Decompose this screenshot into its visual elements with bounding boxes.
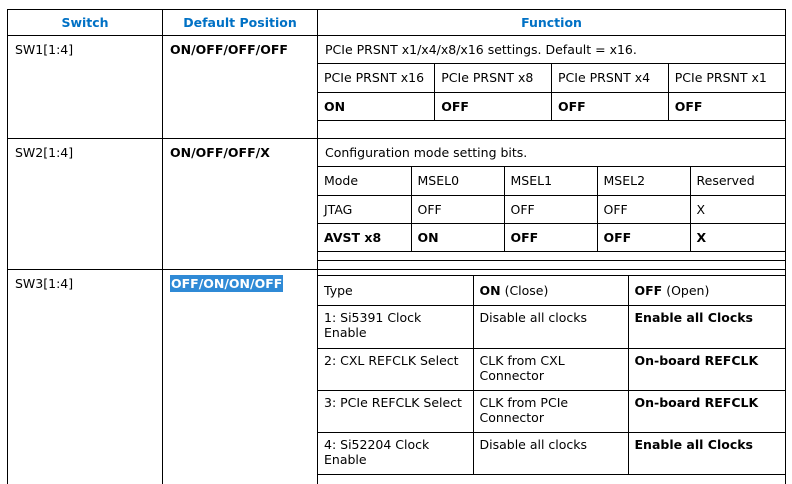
sw2-cell: ON (410, 222, 505, 252)
sw2-function: Configuration mode setting bits. Mode MS… (317, 138, 786, 270)
sw2-col: Mode (318, 167, 412, 196)
header-function: Function (317, 9, 786, 36)
sw3-col-type: Type (318, 276, 474, 306)
sw3-row: 3: PCIe REFCLK Select CLK from PCIe Conn… (318, 389, 785, 433)
sw1-settings-table: PCIe PRSNT x16 PCIe PRSNT x8 PCIe PRSNT … (318, 64, 785, 121)
sw3-default-cell: OFF/ON/ON/OFF (162, 269, 318, 484)
row-sw1: SW1[1:4] ON/OFF/OFF/OFF PCIe PRSNT x1/x4… (7, 35, 786, 139)
sw3-on: Disable all clocks (472, 431, 629, 475)
sw1-col: PCIe PRSNT x16 (318, 64, 436, 93)
sw3-col-off: OFF (Open) (627, 276, 785, 306)
sw3-type: 4: Si52204 Clock Enable (318, 431, 474, 475)
sw2-cell: OFF (596, 222, 691, 252)
sw3-on: Disable all clocks (472, 304, 629, 349)
header-switch: Switch (7, 9, 163, 36)
sw2-header-row: Mode MSEL0 MSEL1 MSEL2 Reserved (318, 167, 785, 196)
sw1-function: PCIe PRSNT x1/x4/x8/x16 settings. Defaul… (317, 35, 786, 139)
sw1-name: SW1[1:4] (7, 35, 163, 139)
sw2-row-jtag: JTAG OFF OFF OFF X (318, 194, 785, 224)
sw2-col: MSEL1 (503, 167, 598, 196)
sw3-off-paren: (Open) (662, 282, 710, 298)
sw1-description: PCIe PRSNT x1/x4/x8/x16 settings. Defaul… (318, 36, 785, 64)
sw3-header-row: Type ON (Close) OFF (Open) (318, 276, 785, 306)
sw1-default: ON/OFF/OFF/OFF (162, 35, 318, 139)
sw2-cell: OFF (503, 194, 598, 224)
sw3-col-on: ON (Close) (472, 276, 629, 306)
sw1-col: PCIe PRSNT x1 (667, 64, 785, 93)
sw3-row: 4: Si52204 Clock Enable Disable all cloc… (318, 431, 785, 475)
sw3-row: 2: CXL REFCLK Select CLK from CXL Connec… (318, 347, 785, 391)
sw2-name: SW2[1:4] (7, 138, 163, 270)
sw3-type: 1: Si5391 Clock Enable (318, 304, 474, 349)
sw3-off: On-board REFCLK (627, 389, 785, 433)
sw2-col: MSEL2 (596, 167, 691, 196)
sw3-off: Enable all Clocks (627, 431, 785, 475)
sw1-col: PCIe PRSNT x4 (551, 64, 669, 93)
header-row: Switch Default Position Function (7, 9, 786, 36)
sw3-off: On-board REFCLK (627, 347, 785, 391)
row-sw3: SW3[1:4] OFF/ON/ON/OFF Type ON (Close) O… (7, 269, 786, 484)
sw3-default: OFF/ON/ON/OFF (170, 275, 284, 292)
sw1-spacer (318, 121, 785, 133)
sw2-cell: X (689, 194, 785, 224)
sw3-off-label: OFF (634, 282, 663, 298)
sw2-cell: OFF (596, 194, 691, 224)
sw2-default: ON/OFF/OFF/X (162, 138, 318, 270)
sw3-top-spacer (318, 270, 785, 276)
sw1-val: ON (318, 91, 436, 121)
sw3-on: CLK from PCIe Connector (472, 389, 629, 433)
sw3-bottom-spacer (318, 475, 785, 484)
row-sw2: SW2[1:4] ON/OFF/OFF/X Configuration mode… (7, 138, 786, 270)
sw2-col: MSEL0 (410, 167, 505, 196)
sw1-val: OFF (667, 91, 785, 121)
sw3-function: Type ON (Close) OFF (Open) 1: Si5391 Clo… (317, 269, 786, 484)
sw1-val: OFF (551, 91, 669, 121)
sw2-cell: AVST x8 (318, 222, 412, 252)
sw3-on-paren: (Close) (500, 282, 549, 298)
header-default-position: Default Position (162, 9, 318, 36)
sw2-spacer (318, 252, 785, 261)
sw2-cell: OFF (410, 194, 505, 224)
sw3-on-label: ON (479, 282, 501, 298)
sw1-value-row: ON OFF OFF OFF (318, 91, 785, 121)
switch-settings-table: Switch Default Position Function SW1[1:4… (7, 9, 786, 484)
sw2-row-avst: AVST x8 ON OFF OFF X (318, 222, 785, 252)
sw1-val: OFF (434, 91, 552, 121)
sw1-header-row: PCIe PRSNT x16 PCIe PRSNT x8 PCIe PRSNT … (318, 64, 785, 93)
sw2-col: Reserved (689, 167, 785, 196)
sw3-name: SW3[1:4] (7, 269, 163, 484)
sw1-col: PCIe PRSNT x8 (434, 64, 552, 93)
sw2-cell: OFF (503, 222, 598, 252)
sw3-settings-table: Type ON (Close) OFF (Open) 1: Si5391 Clo… (318, 276, 785, 475)
sw3-row: 1: Si5391 Clock Enable Disable all clock… (318, 304, 785, 349)
sw2-cell: X (689, 222, 785, 252)
sw3-type: 2: CXL REFCLK Select (318, 347, 474, 391)
sw3-off: Enable all Clocks (627, 304, 785, 349)
sw3-type: 3: PCIe REFCLK Select (318, 389, 474, 433)
sw2-cell: JTAG (318, 194, 412, 224)
sw2-settings-table: Mode MSEL0 MSEL1 MSEL2 Reserved JTAG OFF… (318, 167, 785, 252)
sw3-on: CLK from CXL Connector (472, 347, 629, 391)
sw2-description: Configuration mode setting bits. (318, 139, 785, 167)
